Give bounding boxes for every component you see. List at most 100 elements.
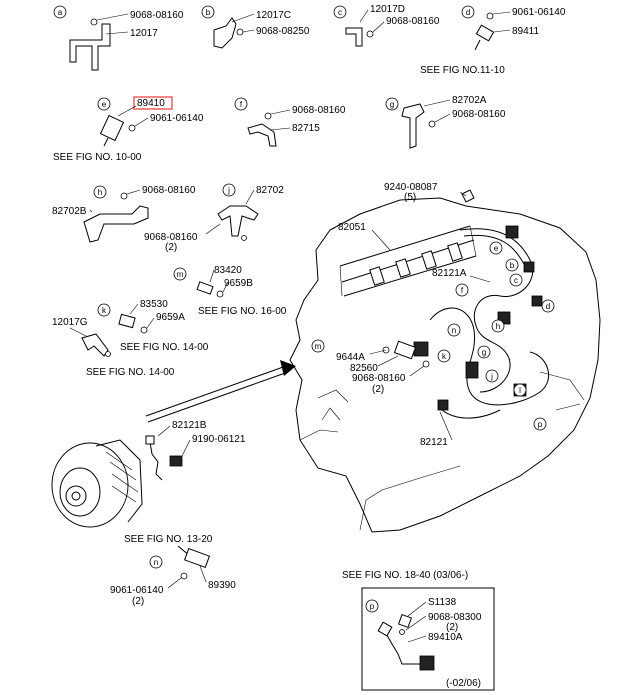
harness-82121b[interactable] (149, 441, 163, 481)
sensor-83530[interactable] (118, 313, 136, 329)
fig-reference[interactable]: SEE FIG NO. 13-20 (124, 534, 213, 545)
engine-callout-b[interactable] (505, 258, 519, 272)
bracket-12017d[interactable] (345, 27, 363, 47)
part-number[interactable]: 82121A (432, 268, 467, 279)
group-h: h 9068-08160 82702B (52, 185, 196, 243)
engine-callout-k[interactable] (437, 349, 451, 363)
engine-callout-j[interactable] (485, 369, 499, 383)
engine-callout-m[interactable] (311, 339, 325, 353)
date-range: (-02/06) (446, 678, 481, 689)
quantity: (2) (165, 242, 177, 253)
clip-s1138[interactable] (397, 613, 413, 629)
bracket-82715[interactable] (247, 123, 277, 147)
engine-callout-c[interactable] (509, 273, 523, 287)
engine-callout-p[interactable] (533, 417, 547, 431)
part-number[interactable]: 82702A (452, 95, 487, 106)
part-number[interactable]: 83420 (214, 265, 242, 276)
callout-j-letter: j (227, 186, 230, 195)
sensor-89411[interactable] (475, 24, 495, 42)
part-number[interactable]: 9068-08160 (292, 105, 346, 116)
part-number[interactable]: 82702B (52, 206, 87, 217)
nut-9240-08087[interactable] (461, 189, 475, 203)
sensor-82560[interactable] (393, 340, 417, 360)
alternator[interactable] (51, 442, 129, 528)
engine-callout-e[interactable] (489, 241, 503, 255)
connector-icon (531, 295, 543, 307)
part-number[interactable]: 12017D (370, 4, 405, 15)
part-number[interactable]: 9068-08160 (130, 10, 184, 21)
part-number[interactable]: 82702 (256, 185, 284, 196)
fig-reference[interactable]: SEE FIG NO. 16-00 (198, 306, 287, 317)
fig-reference[interactable]: SEE FIG NO. 14-00 (86, 367, 175, 378)
sensor-83420[interactable] (196, 281, 214, 295)
bracket-12017[interactable] (69, 23, 111, 71)
part-number[interactable]: 9068-08300 (428, 612, 482, 623)
fig-reference[interactable]: SEE FIG NO.11-10 (420, 65, 505, 76)
engine-callout-h[interactable] (491, 319, 505, 333)
bracket-12017c[interactable] (213, 17, 237, 49)
part-number[interactable]: 12017 (130, 28, 158, 39)
callout-e-letter: e (102, 100, 107, 109)
engine-callout-d[interactable] (541, 299, 555, 313)
part-number[interactable]: 9240-08087 (384, 182, 438, 193)
engine-callout-f[interactable] (455, 283, 469, 297)
part-number[interactable]: 82051 (338, 222, 366, 233)
part-number[interactable]: 9068-08160 (452, 109, 506, 120)
part-number[interactable]: 9068-08160 (352, 373, 406, 384)
part-number[interactable]: 9068-08160 (142, 185, 196, 196)
part-number[interactable]: 9659A (156, 312, 185, 323)
bolt-icon (366, 30, 374, 38)
part-number[interactable]: 82560 (350, 363, 378, 374)
part-number[interactable]: 9061-06140 (512, 7, 566, 18)
part-number[interactable]: 89390 (208, 580, 236, 591)
group-f: f 9068-08160 82715 (234, 97, 346, 147)
bolt-icon (422, 360, 430, 368)
washer-icon (140, 326, 148, 334)
sensor-89410[interactable] (99, 114, 125, 142)
engine-callout-letter: p (538, 420, 543, 429)
bracket-82702a[interactable] (401, 103, 425, 149)
fig-reference[interactable]: SEE FIG NO. 14-00 (120, 342, 209, 353)
part-number[interactable]: 89410A (428, 632, 463, 643)
part-number[interactable]: 9068-08160 (144, 232, 198, 243)
callout-n (149, 555, 163, 569)
wire-harness-82121[interactable] (429, 307, 550, 406)
part-number[interactable]: 12017G (52, 317, 88, 328)
part-number[interactable]: 82121B (172, 420, 207, 431)
engine-callout-l[interactable] (513, 383, 527, 397)
fuel-rail (339, 225, 477, 297)
engine-callout-n[interactable] (447, 323, 461, 337)
sensor-wire-89410a[interactable] (383, 629, 420, 665)
alternator-section: 82121B 9190-06121 (51, 360, 296, 528)
engine-callout-g[interactable] (477, 345, 491, 359)
fig-reference[interactable]: SEE FIG NO. 18-40 (03/06-) (342, 570, 468, 581)
part-number[interactable]: 9068-08250 (256, 26, 310, 37)
engine-callout-letter: n (452, 326, 456, 335)
part-number[interactable]: 9190-06121 (192, 434, 246, 445)
part-number[interactable]: 9644A (336, 352, 365, 363)
callout-p (365, 599, 379, 613)
group-l: 12017G SEE FIG NO. 14-00 (52, 317, 175, 378)
part-number[interactable]: S1138 (428, 597, 457, 608)
engine-callout-letter: l (519, 386, 521, 395)
fig-reference[interactable]: SEE FIG NO. 10-00 (53, 152, 142, 163)
part-number[interactable]: 9061-06140 (110, 585, 164, 596)
part-number[interactable]: 82121 (420, 437, 448, 448)
part-number[interactable]: 9068-08160 (386, 16, 440, 27)
part-number[interactable]: 89411 (512, 26, 540, 37)
sensor-89390[interactable] (183, 547, 211, 569)
group-m: m 83420 9659B SEE FIG NO. 16-00 (173, 265, 287, 317)
part-number[interactable]: 83530 (140, 299, 168, 310)
part-number[interactable]: 9061-06140 (150, 113, 204, 124)
part-number[interactable]: 12017C (256, 10, 291, 21)
bracket-82702[interactable] (217, 205, 259, 237)
quantity: (2) (372, 384, 384, 395)
bracket-12017g[interactable] (81, 333, 109, 357)
part-number-highlighted[interactable]: 89410 (137, 98, 165, 109)
bracket-82702b[interactable] (83, 205, 149, 243)
callout-m (173, 267, 187, 281)
part-number[interactable]: 9659B (224, 278, 253, 289)
callout-n-letter: n (154, 558, 158, 567)
part-number[interactable]: 82715 (292, 123, 320, 134)
wire-harness-82121a[interactable] (459, 228, 534, 393)
